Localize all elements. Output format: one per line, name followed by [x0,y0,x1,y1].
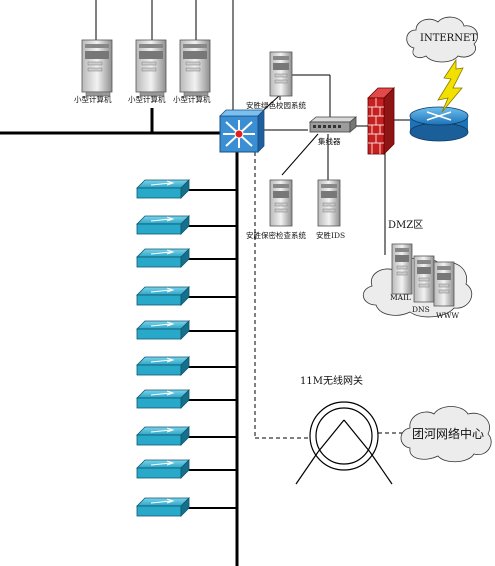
label-internet: INTERNET [420,33,477,44]
access-switch-icon [136,286,190,306]
access-switch-icon [136,320,190,340]
server-small-computer-2 [135,39,167,97]
access-switch-icon [136,389,190,409]
server-audit-system [269,179,293,227]
label-green-system: 安胜绿色校园系统 [246,100,306,110]
label-dns: DNS [412,305,430,314]
label-network-center: 团河网络中心 [412,426,484,441]
wireless-gateway-icon [295,401,393,485]
access-switch-icon [136,215,190,235]
server-www [433,261,455,307]
access-switch-icon [136,179,190,199]
access-switch-icon [136,356,190,376]
server-dns [413,255,435,303]
network-center-cloud-icon [400,406,492,463]
label-server-1: 小型计算机 [74,94,112,104]
lightning-bolt-icon [437,58,464,113]
label-server-2: 小型计算机 [128,94,166,104]
label-mail: MAIL [390,293,411,302]
label-dmz: DMZ区 [388,219,423,231]
connection-lines [0,0,412,566]
router-icon [409,106,469,142]
access-switch-icon [136,459,190,479]
label-www: WWW [436,311,459,320]
label-wireless-gateway: 11M无线网关 [300,374,363,387]
server-ids [317,179,341,227]
server-green-campus [269,51,293,97]
core-switch-icon [219,109,265,153]
access-switches [136,179,190,517]
server-mail [391,243,413,295]
access-switch-icon [136,497,190,517]
server-small-computer-3 [179,39,211,97]
label-ids: 安胜IDS [316,230,345,240]
server-small-computer-1 [81,39,113,97]
label-audit-system: 安胜保密检查系统 [246,230,306,240]
access-switch-icon [136,426,190,446]
firewall-icon [367,87,395,155]
hub-icon [308,116,358,133]
access-switch-icon [136,248,190,268]
internet-cloud-icon [406,16,478,63]
label-hub: 集线器 [318,136,341,146]
label-server-3: 小型计算机 [173,94,211,104]
